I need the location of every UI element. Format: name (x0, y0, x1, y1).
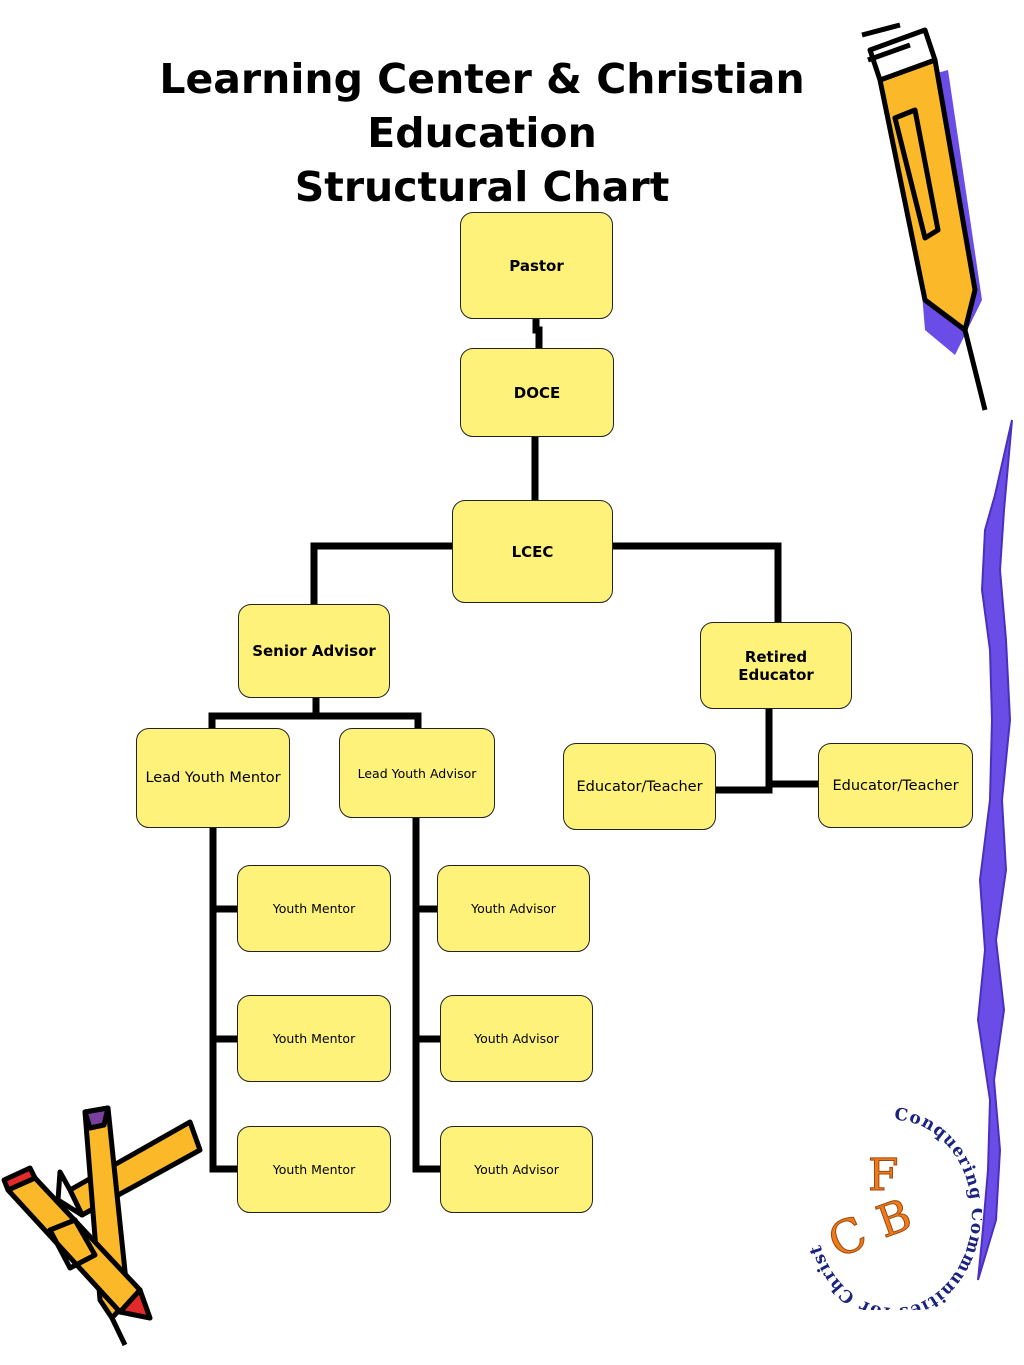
node-youth-mentor-2: Youth Mentor (237, 995, 391, 1082)
node-lead-youth-advisor: Lead Youth Advisor (339, 728, 495, 818)
title-line-2: Education (367, 109, 597, 157)
page-title: Learning Center & Christian Education St… (130, 52, 834, 214)
connector-lcec-senior (310, 542, 456, 608)
node-youth-advisor-3: Youth Advisor (440, 1126, 593, 1213)
title-line-3: Structural Chart (294, 163, 670, 211)
connector-lcec-retired (609, 542, 782, 626)
connector-retired-educator-1 (712, 705, 773, 794)
node-youth-mentor-3: Youth Mentor (237, 1126, 391, 1213)
node-youth-advisor-1: Youth Advisor (437, 865, 590, 952)
node-senior-advisor: Senior Advisor (238, 604, 390, 698)
church-logo: Conquering Communities for Christ F B C (806, 1100, 987, 1323)
logo-seal-icon: Conquering Communities for Christ F B C (806, 1105, 987, 1323)
title-line-1: Learning Center & Christian (159, 55, 805, 103)
svg-text:F: F (868, 1150, 899, 1201)
node-doce: DOCE (460, 348, 614, 437)
connector-advisor-spine (412, 814, 444, 1173)
node-educator-teacher-1: Educator/Teacher (563, 743, 716, 830)
node-educator-teacher-2: Educator/Teacher (818, 743, 973, 828)
node-pastor: Pastor (460, 212, 613, 319)
node-youth-advisor-2: Youth Advisor (440, 995, 593, 1082)
node-youth-mentor-1: Youth Mentor (237, 865, 391, 952)
connector-pastor-doce (532, 314, 543, 352)
connector-mentor-spine (209, 824, 241, 1173)
node-retired-educator: Retired Educator (700, 622, 852, 709)
node-lcec: LCEC (452, 500, 613, 603)
node-lead-youth-mentor: Lead Youth Mentor (136, 728, 290, 828)
